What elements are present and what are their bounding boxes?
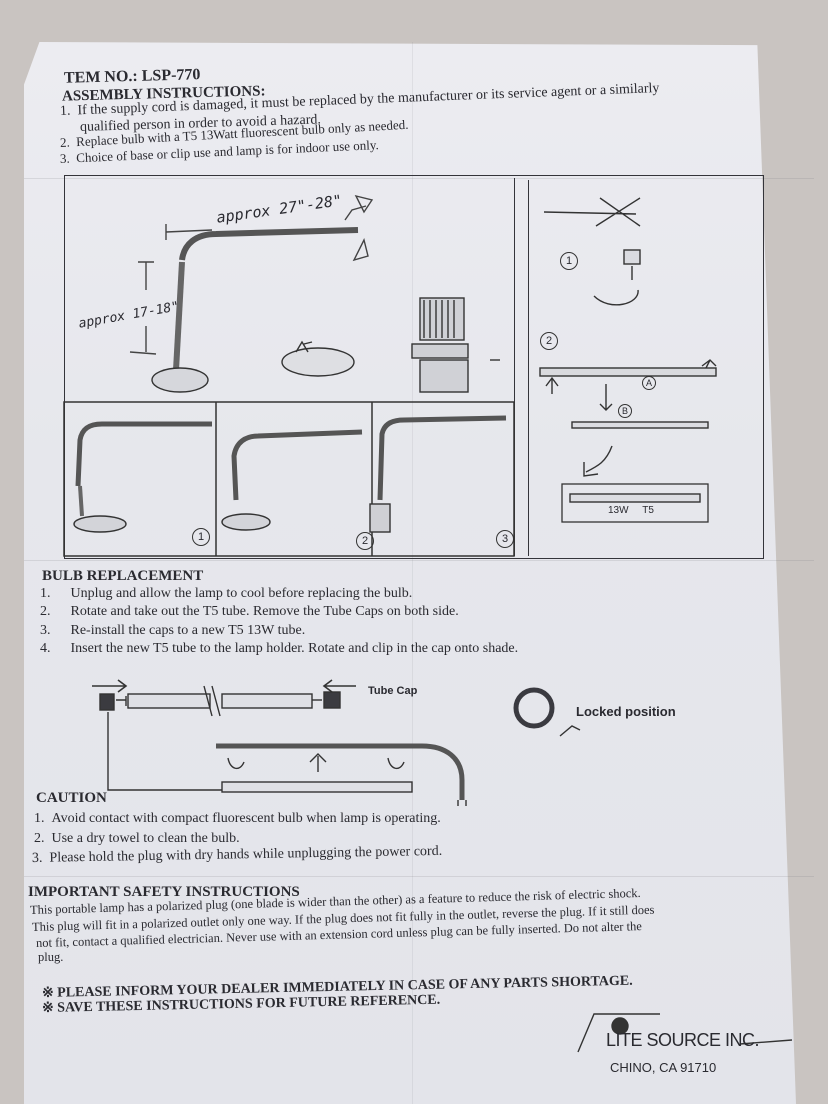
item-text: Insert the new T5 tube to the lamp holde… bbox=[70, 641, 519, 656]
tube-cap-label: Tube Cap bbox=[368, 685, 418, 697]
item-num: 2. bbox=[34, 831, 45, 846]
item-num: 1. bbox=[34, 811, 45, 826]
item-num: 1. bbox=[40, 586, 51, 601]
item-text: Use a dry towel to clean the bulb. bbox=[51, 831, 240, 846]
list-item: 1. Unplug and allow the lamp to cool befo… bbox=[40, 586, 412, 602]
list-item: 4. Insert the new T5 tube to the lamp hol… bbox=[40, 641, 518, 657]
item-text: Rotate and take out the T5 tube. Remove … bbox=[70, 604, 459, 619]
safety-title: IMPORTANT SAFETY INSTRUCTIONS bbox=[28, 884, 300, 900]
safety-line: plug. bbox=[38, 950, 64, 964]
label-b: B bbox=[618, 404, 632, 418]
item-num: 2. bbox=[40, 604, 51, 619]
locked-position-label: Locked position bbox=[576, 704, 676, 719]
label-a: A bbox=[642, 376, 656, 390]
item-text: Unplug and allow the lamp to cool before… bbox=[70, 586, 413, 601]
item-num: 4. bbox=[40, 641, 51, 656]
step-number: 3 bbox=[496, 530, 514, 548]
step-number: 2 bbox=[356, 532, 374, 550]
step-number: 1 bbox=[192, 528, 210, 546]
side-step-number: 1 bbox=[560, 252, 578, 270]
diagram-frame bbox=[64, 175, 764, 559]
bulb-spec: 13W T5 bbox=[608, 505, 654, 516]
bulb-replacement-title: BULB REPLACEMENT bbox=[42, 568, 204, 584]
paper-fold bbox=[24, 178, 814, 179]
item-text: Avoid contact with compact fluorescent b… bbox=[51, 811, 441, 826]
caution-title: CAUTION bbox=[36, 790, 107, 806]
instruction-sheet bbox=[24, 42, 796, 1104]
item-num: 3. bbox=[40, 623, 51, 638]
company-location: CHINO, CA 91710 bbox=[610, 1060, 717, 1075]
company-name: LITE SOURCE INC. bbox=[606, 1030, 760, 1050]
list-item: 2. Rotate and take out the T5 tube. Remov… bbox=[40, 604, 459, 620]
item-num: 3. bbox=[31, 850, 43, 866]
side-step-number: 2 bbox=[540, 332, 558, 350]
paper-fold bbox=[24, 876, 814, 877]
paper-fold bbox=[412, 42, 413, 1104]
list-item: 2. Use a dry towel to clean the bulb. bbox=[34, 831, 240, 847]
list-item: 3. Re-install the caps to a new T5 13W tu… bbox=[40, 623, 305, 639]
list-item: 1. Avoid contact with compact fluorescen… bbox=[34, 811, 441, 827]
paper-fold bbox=[24, 560, 814, 561]
diagram-divider bbox=[528, 180, 529, 556]
item-text: Re-install the caps to a new T5 13W tube… bbox=[70, 623, 306, 638]
diagram-divider bbox=[514, 178, 515, 556]
